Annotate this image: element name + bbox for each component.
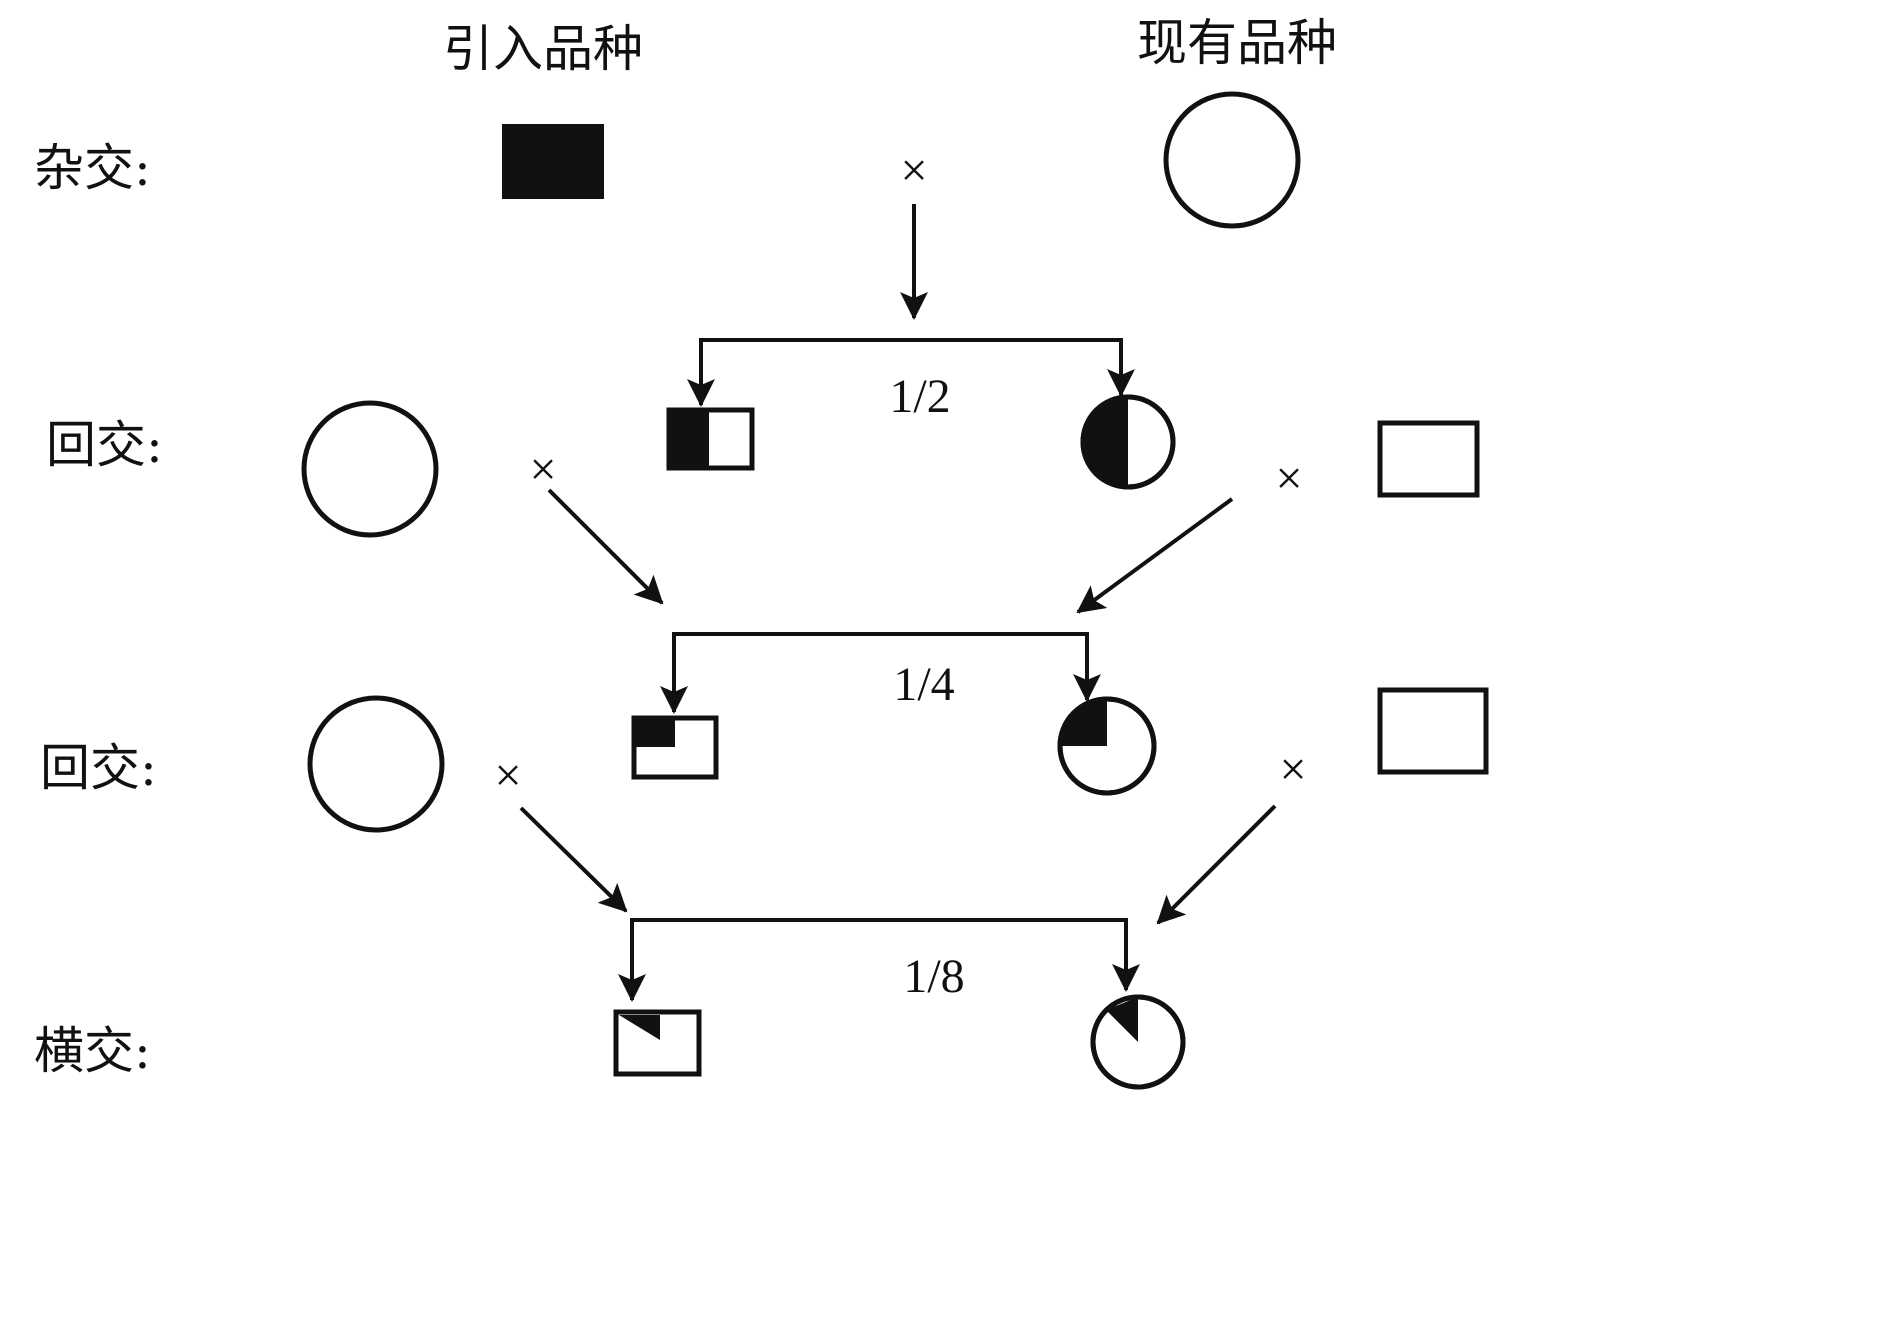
- f2-male-fill: [634, 718, 675, 747]
- fraction-1-4: 1/4: [893, 658, 954, 711]
- row-label-hybrid: 杂交:: [34, 139, 151, 197]
- row-label-backcross-1: 回交:: [46, 416, 163, 474]
- f3-male-fill: [619, 1015, 660, 1040]
- f3-female-fill: [1106, 997, 1138, 1042]
- split-bracket-2: [672, 632, 1089, 690]
- arrow-diag-right-1: [1076, 497, 1234, 614]
- cross-sign-5: ×: [1279, 743, 1306, 796]
- f1-male-fill: [669, 410, 709, 468]
- cross-sign-4: ×: [494, 749, 521, 802]
- row-label-backcross-2: 回交:: [40, 739, 157, 797]
- f1-female-outline: [1080, 394, 1176, 490]
- breeding-diagram-svg: 引入品种 现有品种 杂交: 回交: 回交: 横交: × 1/2 × × 1/4 …: [34, 14, 1489, 1090]
- arrow-diag-left-2: [519, 806, 628, 913]
- backcross1-existing-male: [1377, 420, 1480, 498]
- cross-sign-1: ×: [900, 144, 927, 197]
- f2-female-outline: [1057, 696, 1157, 796]
- arrow-diag-right-2: [1156, 804, 1277, 925]
- f3-female-outline: [1090, 994, 1186, 1090]
- backcross1-existing-female: [301, 400, 439, 538]
- fraction-1-2: 1/2: [889, 370, 950, 423]
- arrow-diag-left-1: [547, 488, 664, 605]
- backcross2-existing-female: [307, 695, 445, 833]
- breeding-diagram: 引入品种 现有品种 杂交: 回交: 回交: 横交: × 1/2 × × 1/4 …: [34, 14, 1489, 1090]
- cross-sign-3: ×: [1275, 452, 1302, 505]
- header-introduced-breed: 引入品种: [443, 20, 643, 78]
- f1-female-fill: [1083, 397, 1128, 487]
- backcross2-existing-male: [1377, 687, 1489, 775]
- row-label-cross: 横交:: [34, 1022, 151, 1080]
- cross-sign-2: ×: [529, 443, 556, 496]
- introduced-male-square: [502, 124, 604, 199]
- existing-female-circle: [1163, 91, 1301, 229]
- fraction-1-8: 1/8: [903, 950, 964, 1003]
- header-existing-breed: 现有品种: [1137, 14, 1337, 72]
- split-bracket-3: [630, 918, 1128, 975]
